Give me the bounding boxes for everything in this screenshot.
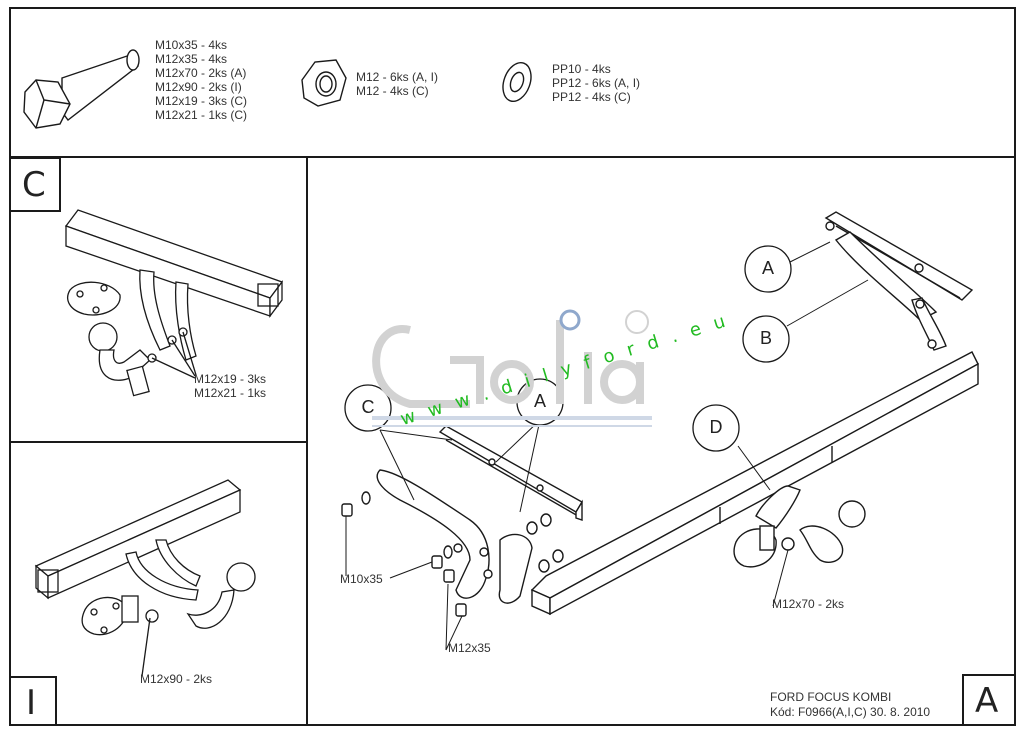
- bolt-list-item: M12x90 - 2ks (I): [155, 80, 242, 94]
- callout-a-upper: A: [761, 258, 774, 278]
- nut-list: M12 - 6ks (A, I) M12 - 4ks (C): [356, 70, 438, 98]
- washer-list: PP10 - 4ks PP12 - 6ks (A, I) PP12 - 4ks …: [552, 62, 640, 104]
- callout-a-lower: A: [533, 391, 546, 411]
- bolt-drawing: [23, 49, 140, 129]
- callout-c: C: [361, 397, 375, 417]
- nut-list-item: M12 - 6ks (A, I): [356, 70, 439, 84]
- washer-list-item: PP10 - 4ks: [552, 62, 611, 76]
- washer-list-item: PP12 - 6ks (A, I): [552, 76, 641, 90]
- callout-b: B: [759, 328, 772, 348]
- panel-c-letter: C: [22, 165, 46, 205]
- washer-drawing: [502, 61, 532, 103]
- label-m10x35: M10x35: [340, 572, 383, 586]
- nut-drawing: [301, 59, 347, 107]
- variant-c-drawing: [64, 209, 284, 397]
- panel-c-labels: M12x19 - 3ks M12x21 - 1ks: [194, 372, 266, 400]
- watermark-logo: [372, 309, 652, 427]
- bolt-list-item: M12x19 - 3ks (C): [155, 94, 248, 108]
- panel-c-label: M12x19 - 3ks: [194, 372, 267, 386]
- bolt-list-item: M12x21 - 1ks (C): [155, 108, 248, 122]
- label-m12x35: M12x35: [448, 641, 491, 655]
- nut-list-item: M12 - 4ks (C): [356, 84, 429, 98]
- bolt-list-item: M12x70 - 2ks (A): [155, 66, 247, 80]
- title-code: Kód: F0966(A,I,C) 30. 8. 2010: [770, 705, 931, 719]
- callout-bubbles: [344, 245, 792, 452]
- sheet-frame: [9, 7, 1016, 726]
- variant-i-drawing: [34, 479, 256, 677]
- panel-i-letter: I: [26, 683, 37, 723]
- sheet-letter: A: [975, 681, 999, 721]
- bolt-list-item: M10x35 - 4ks: [155, 38, 228, 52]
- washer-list-item: PP12 - 4ks (C): [552, 90, 631, 104]
- panel-i-label: M12x90 - 2ks: [140, 672, 213, 686]
- label-m12x70: M12x70 - 2ks: [772, 597, 845, 611]
- title-block: FORD FOCUS KOMBI Kód: F0966(A,I,C) 30. 8…: [770, 690, 930, 720]
- title-model: FORD FOCUS KOMBI: [770, 690, 892, 704]
- bolt-list: M10x35 - 4ks M12x35 - 4ks M12x70 - 2ks (…: [155, 38, 247, 122]
- panel-c-label: M12x21 - 1ks: [194, 386, 267, 400]
- main-assembly-drawing: [341, 211, 979, 651]
- callout-d: D: [709, 417, 723, 437]
- bolt-list-item: M12x35 - 4ks: [155, 52, 228, 66]
